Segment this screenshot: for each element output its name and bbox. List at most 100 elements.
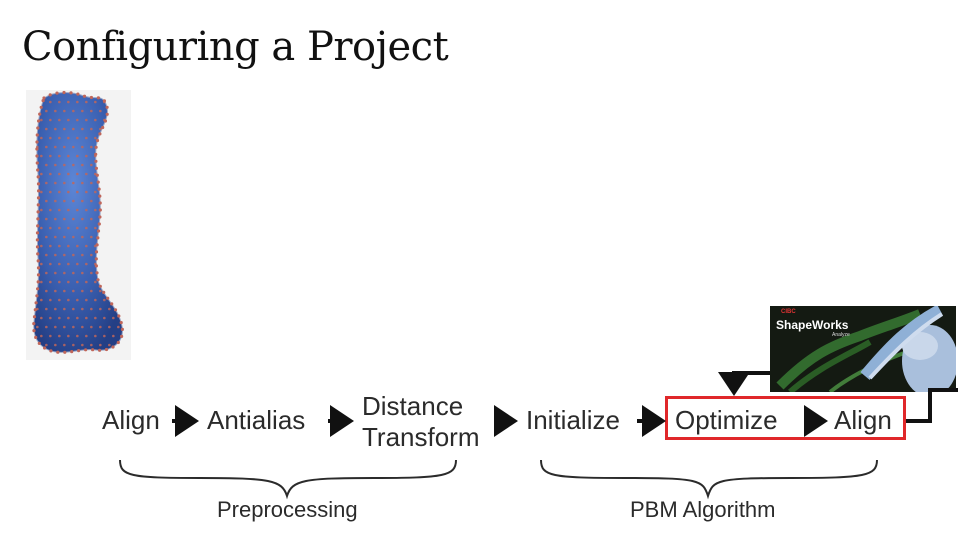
step-antialias: Antialias: [207, 405, 306, 435]
particle-dot: [49, 172, 52, 176]
particle-dot: [76, 172, 79, 176]
particle-dot: [36, 182, 41, 186]
particle-dot: [49, 280, 52, 284]
particle-dot: [76, 136, 79, 140]
particle-dot: [63, 343, 66, 347]
particle-dot: [94, 172, 97, 176]
particle-dot: [40, 226, 43, 230]
particle-dot: [76, 208, 79, 212]
particle-dot: [54, 289, 57, 293]
particle-dot: [36, 145, 39, 149]
particle-dot: [40, 316, 43, 320]
particle-dot: [45, 325, 48, 329]
particle-dot: [36, 273, 41, 277]
particle-dot: [58, 226, 61, 230]
brace-pbm: [540, 459, 878, 500]
particle-dot: [63, 217, 66, 221]
particle-dot: [72, 307, 75, 311]
particle-dot: [95, 138, 100, 143]
particle-dot: [105, 112, 109, 116]
particle-dot: [81, 127, 84, 131]
particle-dot: [55, 91, 59, 95]
particle-dot: [120, 334, 124, 338]
particle-dot: [94, 208, 97, 212]
step-initialize: Initialize: [526, 405, 620, 435]
particle-dot: [67, 226, 70, 230]
particle-dot: [70, 350, 74, 354]
particle-dot: [58, 208, 61, 212]
particle-dot: [116, 340, 120, 345]
particle-dot: [35, 294, 39, 298]
particle-dot: [94, 136, 97, 140]
particle-dot: [96, 236, 100, 240]
particle-dot: [90, 181, 93, 185]
particle-dot: [72, 163, 75, 167]
particle-dot: [54, 181, 57, 185]
particle-dot: [76, 262, 79, 266]
particle-dot: [106, 296, 110, 300]
particle-dot: [40, 262, 43, 266]
particle-dot: [58, 244, 61, 248]
particle-dot: [111, 345, 115, 349]
particle-dot: [77, 349, 81, 353]
particle-dot: [34, 301, 38, 305]
particle-dot: [49, 244, 52, 248]
particle-dot: [94, 298, 97, 302]
particle-dot: [36, 287, 40, 291]
particle-dot: [72, 199, 75, 203]
particle-dot: [45, 235, 48, 239]
particle-dot: [67, 280, 70, 284]
particle-dot: [58, 118, 61, 122]
particle-dot: [49, 136, 52, 140]
particle-dot: [98, 132, 102, 136]
particle-dot: [54, 217, 57, 221]
particle-dot: [89, 95, 93, 100]
particle-dot: [94, 316, 97, 320]
particle-dot: [67, 136, 70, 140]
particle-dot: [49, 226, 52, 230]
particle-dot: [72, 271, 75, 275]
particle-dot: [67, 316, 70, 320]
particle-dot: [81, 109, 84, 113]
particle-dot: [108, 307, 111, 311]
particle-dot: [85, 136, 88, 140]
particle-dot: [76, 280, 79, 284]
splash-art: [770, 306, 956, 392]
particle-dot: [45, 343, 48, 347]
particle-dot: [67, 190, 70, 194]
particle-dot: [58, 262, 61, 266]
particle-dot: [94, 159, 98, 163]
particle-dot: [94, 250, 99, 254]
particle-dot: [49, 316, 52, 320]
particle-dot: [45, 181, 48, 185]
particle-dot: [85, 280, 88, 284]
particle-dot: [95, 271, 99, 275]
particle-dot: [98, 201, 102, 205]
particle-dot: [63, 253, 66, 257]
particle-dot: [112, 334, 115, 338]
particle-dot: [110, 302, 114, 306]
particle-dot: [58, 298, 61, 302]
particle-dot: [85, 118, 88, 122]
particle-dot: [40, 280, 43, 284]
particle-dot: [72, 127, 75, 131]
step-optimize: Optimize: [675, 405, 778, 435]
particle-dot: [36, 210, 40, 214]
particle-dot: [63, 163, 66, 167]
particle-dot: [76, 154, 79, 158]
particle-dot: [34, 335, 38, 339]
particle-dot: [54, 127, 57, 131]
particle-dot: [96, 180, 100, 184]
particle-dot: [41, 99, 45, 103]
particle-dot: [85, 208, 88, 212]
particle-dot: [81, 289, 84, 293]
particle-dot: [42, 96, 46, 100]
particle-dot: [94, 154, 97, 158]
particle-dot: [45, 109, 48, 113]
particle-dot: [90, 307, 93, 311]
particle-dot: [98, 208, 102, 212]
particle-dot: [45, 289, 48, 293]
particle-dot: [45, 253, 48, 257]
particle-dot: [90, 343, 93, 347]
